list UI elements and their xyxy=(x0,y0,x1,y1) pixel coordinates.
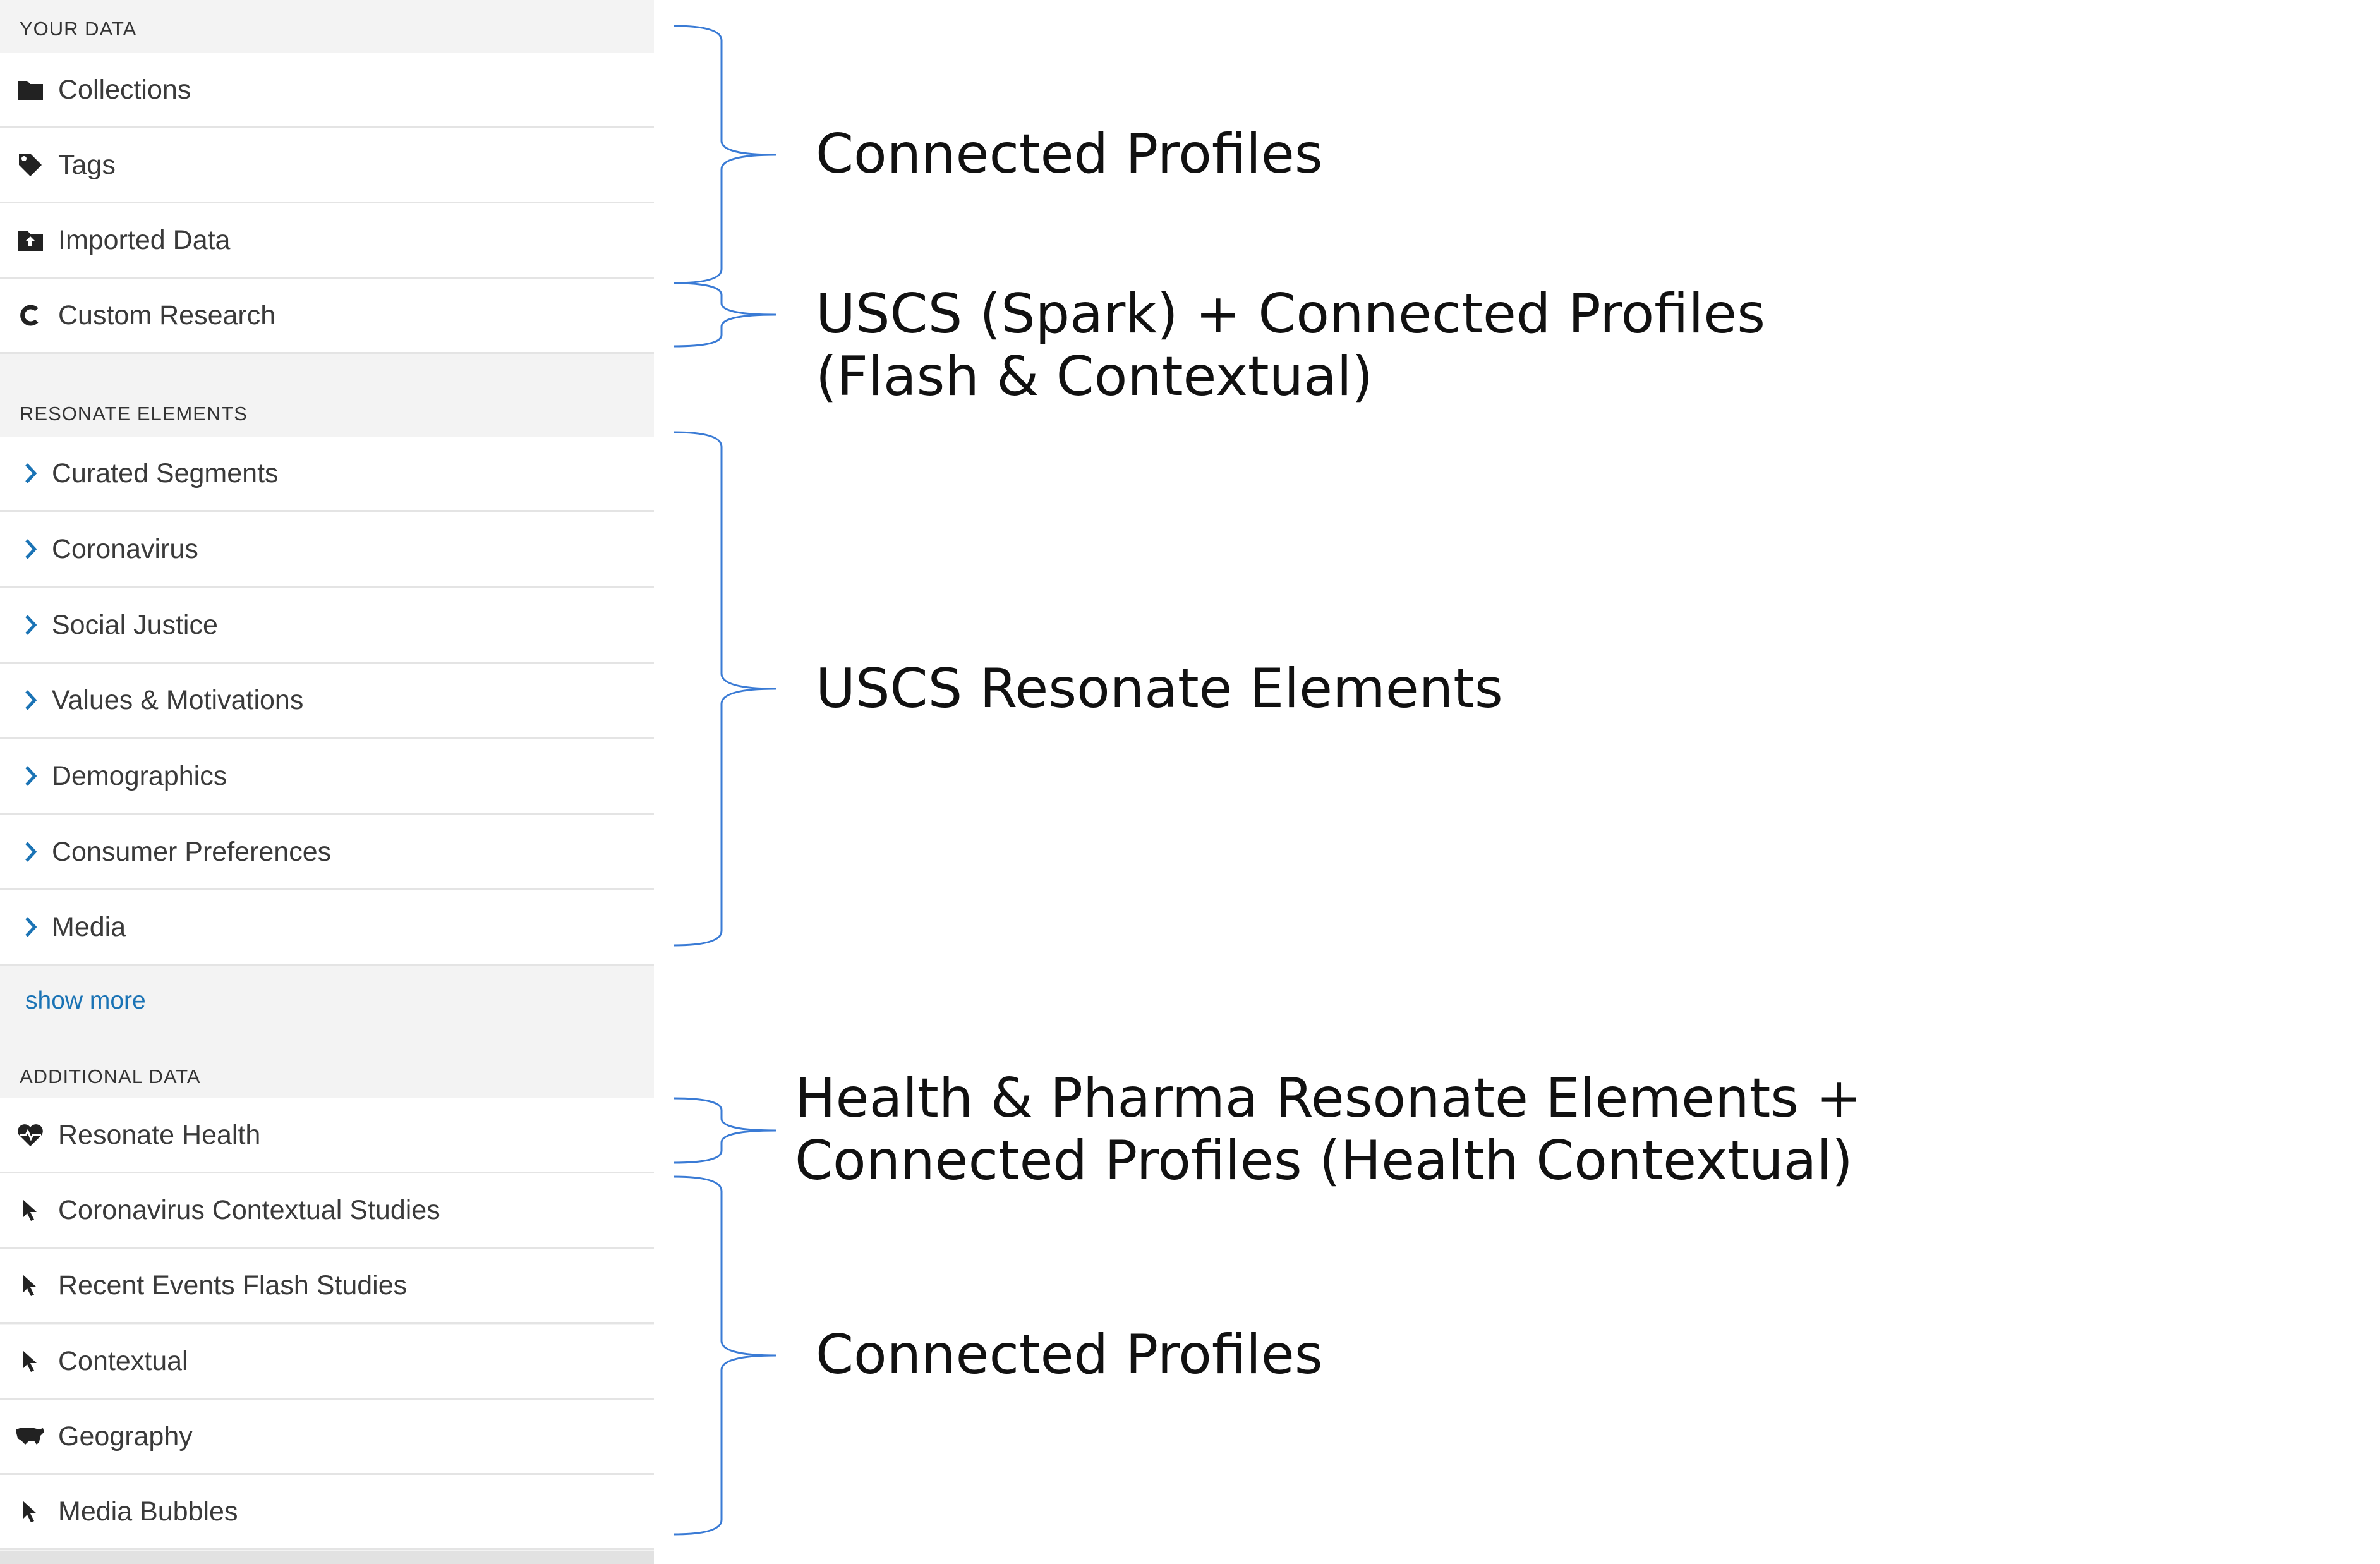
annotation-uscs-spark-line2: (Flash & Contextual) xyxy=(816,345,1374,408)
sidebar-item-label: Demographics xyxy=(52,760,227,791)
folder-icon xyxy=(15,75,45,105)
chevron-right-icon xyxy=(21,611,40,639)
annotation-health-line1: Health & Pharma Resonate Elements + xyxy=(795,1067,1862,1130)
annotation-health-line2: Connected Profiles (Health Contextual) xyxy=(795,1129,1853,1192)
bracket-connected-profiles-bottom xyxy=(673,1175,776,1536)
section-header-additional-data: ADDITIONAL DATA xyxy=(20,1065,201,1088)
sidebar-item-label: Coronavirus Contextual Studies xyxy=(58,1194,440,1225)
sidebar-item-tags[interactable]: Tags xyxy=(0,128,654,203)
cursor-icon xyxy=(15,1346,45,1376)
sidebar-item-label: Collections xyxy=(58,74,191,105)
sidebar-item-label: Geography xyxy=(58,1421,193,1452)
bracket-custom-research xyxy=(673,282,776,348)
sidebar-item-label: Contextual xyxy=(58,1345,188,1376)
sidebar-item-media[interactable]: Media xyxy=(0,890,654,966)
heart-pulse-icon xyxy=(15,1120,45,1150)
folder-upload-icon xyxy=(15,225,45,255)
sidebar-item-label: Consumer Preferences xyxy=(52,836,332,867)
sidebar-item-imported-data[interactable]: Imported Data xyxy=(0,203,654,279)
sidebar-item-label: Resonate Health xyxy=(58,1119,261,1150)
sidebar-item-collections[interactable]: Collections xyxy=(0,53,654,128)
sidebar-item-custom-research[interactable]: Custom Research xyxy=(0,279,654,354)
sidebar-bottom-divider xyxy=(0,1551,654,1564)
sidebar-item-label: Media xyxy=(52,911,126,942)
section-header-your-data: YOUR DATA xyxy=(20,18,137,40)
chevron-right-icon xyxy=(21,459,40,487)
sidebar-navigation: YOUR DATA Collections Tags Imported Data… xyxy=(0,0,654,1564)
sidebar-item-contextual[interactable]: Contextual xyxy=(0,1325,654,1400)
cursor-icon xyxy=(15,1270,45,1300)
sidebar-item-consumer-preferences[interactable]: Consumer Preferences xyxy=(0,815,654,890)
annotation-connected-profiles-bottom: Connected Profiles xyxy=(816,1323,1323,1386)
chevron-right-icon xyxy=(21,838,40,866)
sidebar-item-label: Social Justice xyxy=(52,609,218,640)
chevron-right-icon xyxy=(21,762,40,790)
sidebar-item-media-bubbles[interactable]: Media Bubbles xyxy=(0,1475,654,1550)
cursor-icon xyxy=(15,1195,45,1225)
sidebar-item-demographics[interactable]: Demographics xyxy=(0,739,654,815)
sidebar-item-label: Recent Events Flash Studies xyxy=(58,1270,408,1300)
sidebar-item-resonate-health[interactable]: Resonate Health xyxy=(0,1098,654,1173)
us-map-icon xyxy=(15,1421,45,1452)
sidebar-item-label: Coronavirus xyxy=(52,533,198,564)
section-header-resonate-elements: RESONATE ELEMENTS xyxy=(20,403,248,425)
bracket-resonate-health xyxy=(673,1097,776,1164)
sidebar-item-label: Values & Motivations xyxy=(52,684,304,715)
tag-icon xyxy=(15,150,45,180)
sidebar-item-label: Curated Segments xyxy=(52,458,279,488)
chevron-right-icon xyxy=(21,913,40,941)
bracket-your-data-group xyxy=(673,25,776,284)
sidebar-item-label: Imported Data xyxy=(58,224,231,255)
annotation-connected-profiles-top: Connected Profiles xyxy=(816,123,1323,186)
c-logo-icon xyxy=(15,300,45,330)
annotation-uscs-spark-line1: USCS (Spark) + Connected Profiles xyxy=(816,282,1766,346)
sidebar-item-geography[interactable]: Geography xyxy=(0,1400,654,1475)
annotation-uscs-resonate-elements: USCS Resonate Elements xyxy=(816,657,1503,720)
show-more-link[interactable]: show more xyxy=(25,987,146,1014)
sidebar-item-social-justice[interactable]: Social Justice xyxy=(0,588,654,664)
sidebar-item-curated-segments[interactable]: Curated Segments xyxy=(0,437,654,512)
sidebar-item-label: Media Bubbles xyxy=(58,1496,238,1527)
sidebar-item-coronavirus[interactable]: Coronavirus xyxy=(0,512,654,588)
chevron-right-icon xyxy=(21,686,40,714)
cursor-icon xyxy=(15,1496,45,1527)
sidebar-item-recent-events-flash-studies[interactable]: Recent Events Flash Studies xyxy=(0,1249,654,1324)
sidebar-item-values-motivations[interactable]: Values & Motivations xyxy=(0,664,654,739)
sidebar-item-coronavirus-contextual-studies[interactable]: Coronavirus Contextual Studies xyxy=(0,1173,654,1249)
sidebar-item-label: Tags xyxy=(58,149,116,180)
sidebar-item-label: Custom Research xyxy=(58,300,276,330)
bracket-resonate-elements xyxy=(673,431,776,947)
chevron-right-icon xyxy=(21,535,40,563)
